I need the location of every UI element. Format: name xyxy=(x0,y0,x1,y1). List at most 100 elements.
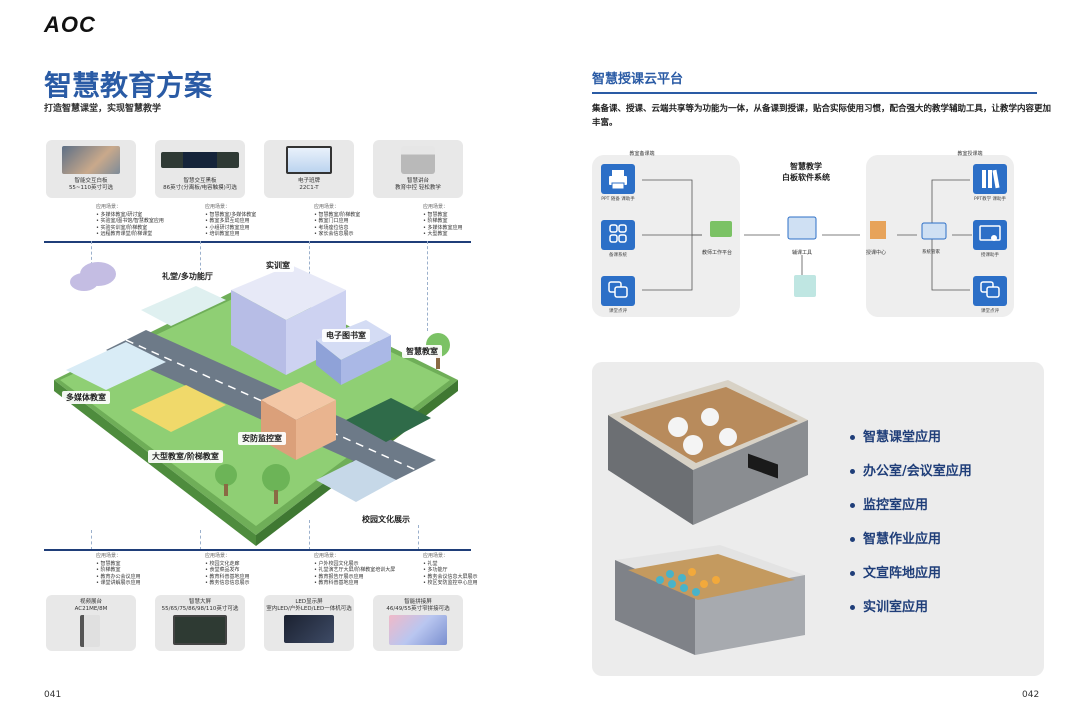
application-item: 智慧作业应用 xyxy=(850,528,941,547)
icon-label: 课堂点评 xyxy=(981,309,999,314)
scenario-item: 远程教育课堂/阶梯课堂 xyxy=(100,231,153,237)
scenario-list: 应用场景： • 户外校园文化展示 • 礼堂演艺厅大屏/阶梯教室培训大屏 • 教育… xyxy=(314,553,396,586)
scenario-item: 多媒体教室/研讨室 xyxy=(100,211,143,218)
page-number-right: 042 xyxy=(1022,690,1040,700)
scenario-item: 阶梯教室 xyxy=(100,567,121,573)
scenario-item: 户外校园文化展示 xyxy=(318,560,359,567)
class-sign-image xyxy=(286,146,332,174)
scenario-item: 校园文化走廊 xyxy=(209,560,240,567)
scenario-heading: 应用场景： xyxy=(423,553,449,559)
scenario-item: 阶梯教室 xyxy=(427,218,448,224)
scenario-list: 应用场景： • 多媒体教室/研讨室 • 实验室/图书馆/智慧教室应用 • 实验实… xyxy=(96,204,164,237)
map-label-campus-culture: 校园文化展示 xyxy=(358,513,414,526)
smart-classroom-render xyxy=(608,380,808,525)
comment-icon xyxy=(601,276,635,306)
scenario-heading: 应用场景： xyxy=(96,553,122,559)
product-card-video-wall: 智能拼接屏 46/49/55英寸窄拼接可选 xyxy=(373,595,463,651)
scenario-item: 礼堂 xyxy=(427,560,438,567)
scenario-item: 智慧教室/阶梯教室 xyxy=(318,211,361,218)
scenario-item: 课堂讲解展示应用 xyxy=(100,580,141,586)
map-label-multimedia-classroom: 多媒体教室 xyxy=(62,391,110,404)
icon-label: PPT 随备 课助手 xyxy=(601,197,635,202)
prep-panel-title: 教室备课端 xyxy=(629,151,655,157)
video-wall-image xyxy=(389,615,447,645)
page-number-left: 041 xyxy=(44,690,62,700)
printer-icon xyxy=(601,164,635,194)
scenario-item: 实验室/图书馆/智慧教室应用 xyxy=(100,218,164,224)
icon-label: PPT教学 课助手 xyxy=(973,197,1007,202)
scenario-item: 校区安防监控中心应用 xyxy=(427,580,478,586)
application-item: 文宣阵地应用 xyxy=(850,562,941,581)
scenario-item: 教育科普基地应用 xyxy=(318,580,359,586)
product-spec: 46/49/55英寸窄拼接可选 xyxy=(386,606,450,612)
scenario-item: 多功能厅 xyxy=(427,567,448,573)
product-card-smart-display: 智慧大屏 55/65/75/86/98/110英寸可选 xyxy=(155,595,245,651)
connector-line xyxy=(91,530,92,550)
product-name: 智慧交互黑板 xyxy=(183,178,217,184)
node-system-manager: 系统管家 xyxy=(922,250,940,255)
grid-icon xyxy=(601,220,635,250)
product-card-led-screen: LED显示屏 室内LED/户外LED/LED一体机可选 xyxy=(264,595,354,651)
product-spec: 55~110英寸可选 xyxy=(68,185,114,191)
application-label: 文宣阵地应用 xyxy=(863,566,942,581)
campus-illustration xyxy=(54,262,458,546)
scenario-heading: 应用场景： xyxy=(314,204,340,210)
whiteboard-icon xyxy=(973,220,1007,250)
scenario-item: 考场座位信息 xyxy=(318,224,349,231)
scenario-item: 培训教室应用 xyxy=(209,231,240,237)
scenario-item: 教务会议信息大屏展示 xyxy=(427,573,478,580)
title-underline xyxy=(592,92,1037,94)
icon-label: 授课助手 xyxy=(981,253,999,258)
application-item: 智慧课堂应用 xyxy=(850,426,941,445)
map-label-security-room: 安防监控室 xyxy=(238,432,286,445)
application-label: 办公室/会议室应用 xyxy=(863,464,972,479)
aoc-logo: AOC xyxy=(44,12,96,37)
scenario-item: 智慧教室 xyxy=(427,211,448,218)
scenario-list: 应用场景： • 智慧教室/多媒体教室 • 教室多屏互动应用 • 小组研讨教室应用… xyxy=(205,204,257,237)
application-label: 智慧课堂应用 xyxy=(863,430,942,445)
scenario-list: 应用场景： • 智慧教室 • 阶梯教室 • 教育办公会议应用 • 课堂讲解展示应… xyxy=(96,553,141,586)
top-divider-line xyxy=(44,241,471,243)
product-card-class-sign: 电子班牌 22C1-T xyxy=(264,140,354,198)
page-title: 智慧教育方案 xyxy=(44,69,213,102)
icon-label: 课堂点评 xyxy=(609,309,627,314)
led-screen-image xyxy=(284,615,334,643)
icon-label: 备课系统 xyxy=(609,253,627,258)
scenario-item: 多媒体教室应用 xyxy=(427,224,463,231)
scenario-item: 食堂菜品发布 xyxy=(209,567,240,573)
map-label-auditorium: 礼堂/多功能厅 xyxy=(158,270,217,283)
connector-line xyxy=(309,520,310,550)
connector-line xyxy=(427,241,428,331)
product-spec: 55/65/75/86/98/110英寸可选 xyxy=(161,606,239,612)
document-camera-image xyxy=(80,615,100,647)
map-label-training-room: 实训室 xyxy=(262,259,294,272)
product-name: 视频展台 xyxy=(79,599,102,605)
product-name: 智慧讲台 xyxy=(406,178,429,184)
connector-line xyxy=(200,530,201,550)
connector-line xyxy=(200,241,201,271)
product-card-interactive-whiteboard: 智能交互白板 55~110英寸可选 xyxy=(46,140,136,198)
scenario-item: 教育科普基地应用 xyxy=(209,573,250,580)
scenario-item: 实验实训室/阶梯教室 xyxy=(100,224,148,231)
books-icon xyxy=(973,164,1007,194)
connector-line xyxy=(91,241,92,281)
scenario-item: 小组研讨教室应用 xyxy=(209,224,250,231)
scenario-item: 家长会信息展示 xyxy=(318,231,354,237)
application-label: 实训室应用 xyxy=(863,600,929,615)
flow-connectors xyxy=(642,179,972,297)
product-spec: AC21ME/8M xyxy=(74,606,108,612)
scenario-heading: 应用场景： xyxy=(96,204,122,210)
node-tool: 辅课工具 xyxy=(792,250,813,256)
connector-line xyxy=(418,525,419,550)
scenario-list: 应用场景： • 智慧教室 • 阶梯教室 • 多媒体教室应用 • 大型教室 xyxy=(423,204,463,237)
product-card-document-camera: 视频展台 AC21ME/8M xyxy=(46,595,136,651)
scenario-item: 教育办公会议应用 xyxy=(100,573,141,580)
bottom-divider-line xyxy=(44,549,471,551)
map-label-e-library: 电子图书室 xyxy=(322,329,370,342)
comment-icon xyxy=(973,276,1007,306)
scenario-item: 智慧教室 xyxy=(100,560,121,567)
center-system-title: 智慧教学 白板软件系统 xyxy=(782,162,830,182)
scenario-list: 应用场景： • 礼堂 • 多功能厅 • 教务会议信息大屏展示 • 校区安防监控中… xyxy=(423,553,478,586)
product-name: 电子班牌 xyxy=(297,178,320,184)
lecture-hall-render xyxy=(615,545,805,655)
